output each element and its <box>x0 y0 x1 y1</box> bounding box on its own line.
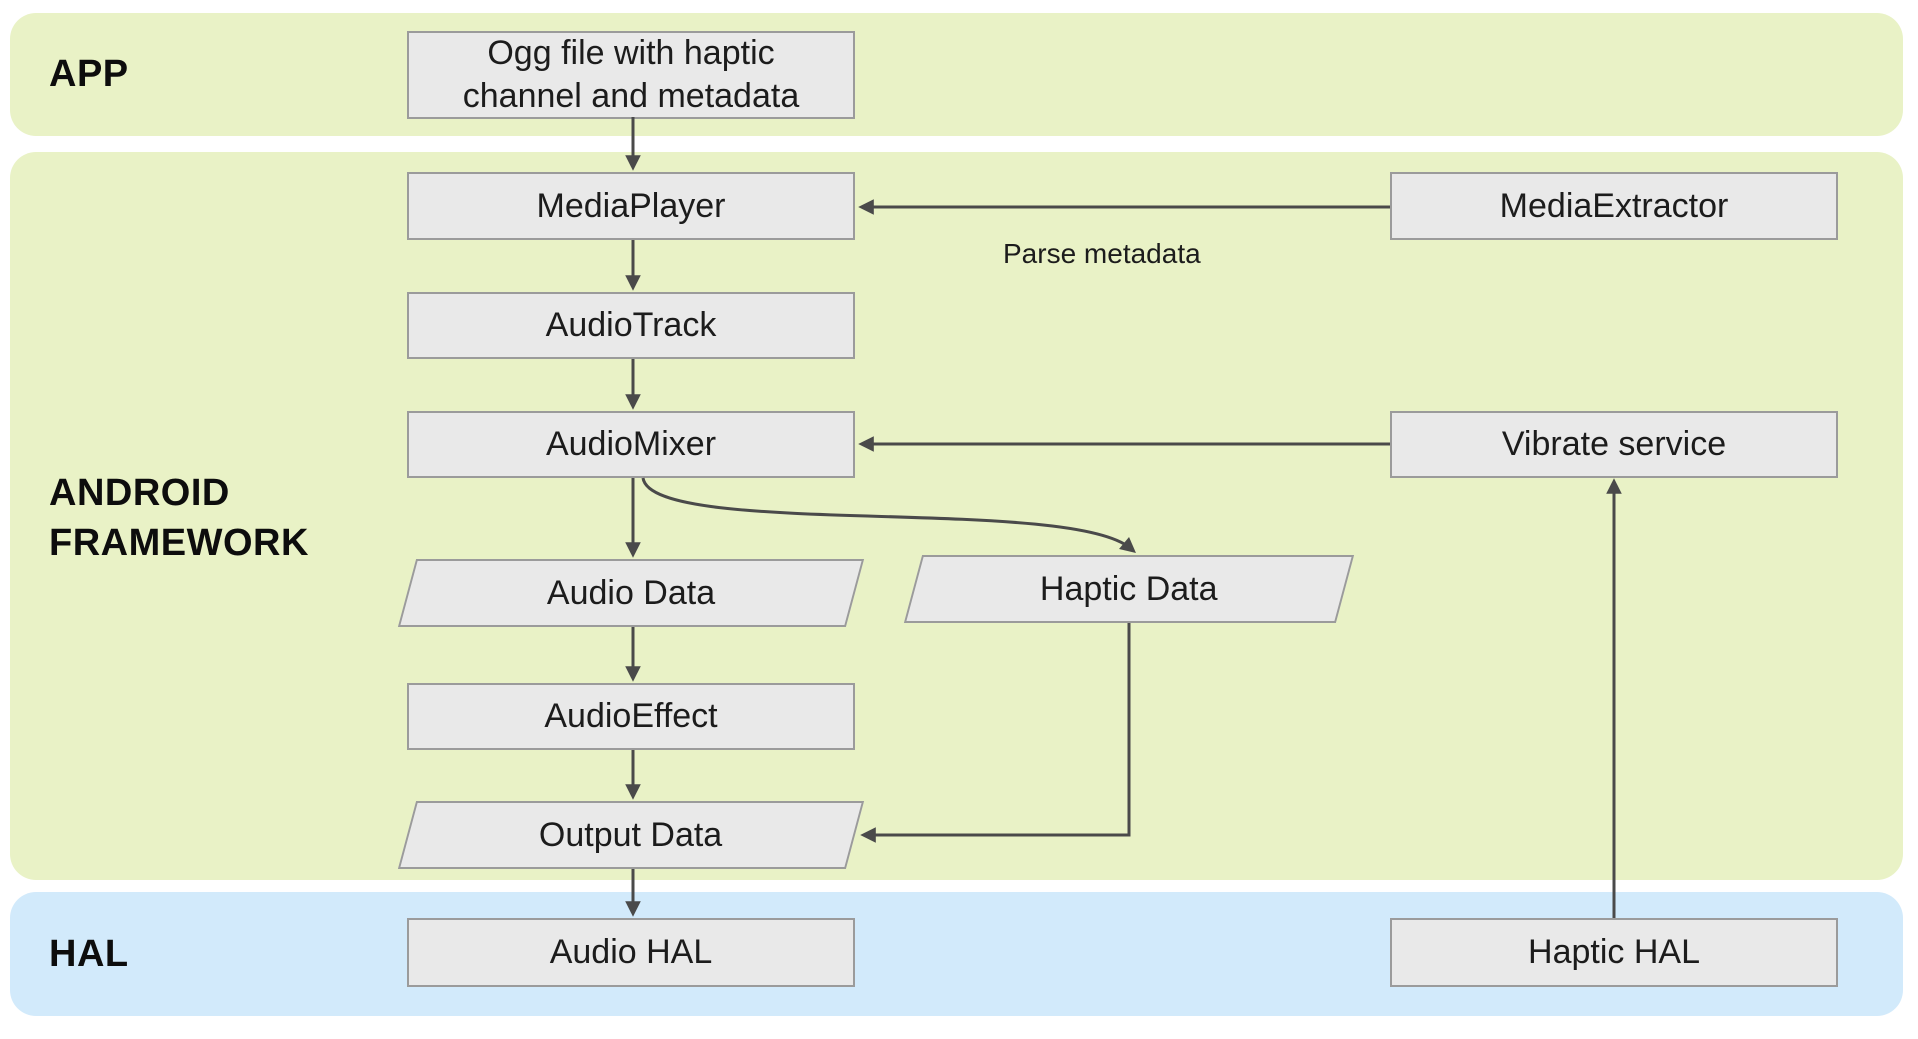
node-audio-effect: AudioEffect <box>407 683 855 750</box>
node-audio-hal: Audio HAL <box>407 918 855 987</box>
node-media-extractor-label: MediaExtractor <box>1499 186 1729 225</box>
node-audio-mixer-label: AudioMixer <box>545 425 717 464</box>
node-haptic-data-label: Haptic Data <box>1040 569 1218 608</box>
band-label-hal: HAL <box>49 932 129 975</box>
node-audio-mixer: AudioMixer <box>407 411 855 478</box>
node-output-data: Output Data <box>397 801 865 869</box>
node-ogg-file: Ogg file with haptic channel and metadat… <box>407 31 855 119</box>
node-audio-track-label: AudioTrack <box>545 306 717 345</box>
node-media-player: MediaPlayer <box>407 172 855 240</box>
edge-label-parse-metadata: Parse metadata <box>1003 238 1201 269</box>
node-vibrate-service: Vibrate service <box>1390 411 1838 478</box>
node-audio-effect-label: AudioEffect <box>544 697 718 736</box>
node-audio-hal-label: Audio HAL <box>549 933 713 972</box>
node-haptic-data: Haptic Data <box>903 555 1355 623</box>
band-app <box>10 13 1903 136</box>
node-haptic-hal: Haptic HAL <box>1390 918 1838 987</box>
node-media-player-label: MediaPlayer <box>536 186 726 225</box>
node-media-extractor: MediaExtractor <box>1390 172 1838 240</box>
band-label-android-framework: ANDROID FRAMEWORK <box>49 471 309 564</box>
node-vibrate-service-label: Vibrate service <box>1501 425 1727 464</box>
node-audio-data: Audio Data <box>397 559 865 627</box>
node-audio-track: AudioTrack <box>407 292 855 359</box>
node-output-data-label: Output Data <box>539 815 723 854</box>
node-audio-data-label: Audio Data <box>546 573 716 612</box>
node-ogg-file-label: Ogg file with haptic channel and metadat… <box>462 34 800 115</box>
node-haptic-hal-label: Haptic HAL <box>1528 933 1700 972</box>
band-label-app: APP <box>49 53 129 96</box>
